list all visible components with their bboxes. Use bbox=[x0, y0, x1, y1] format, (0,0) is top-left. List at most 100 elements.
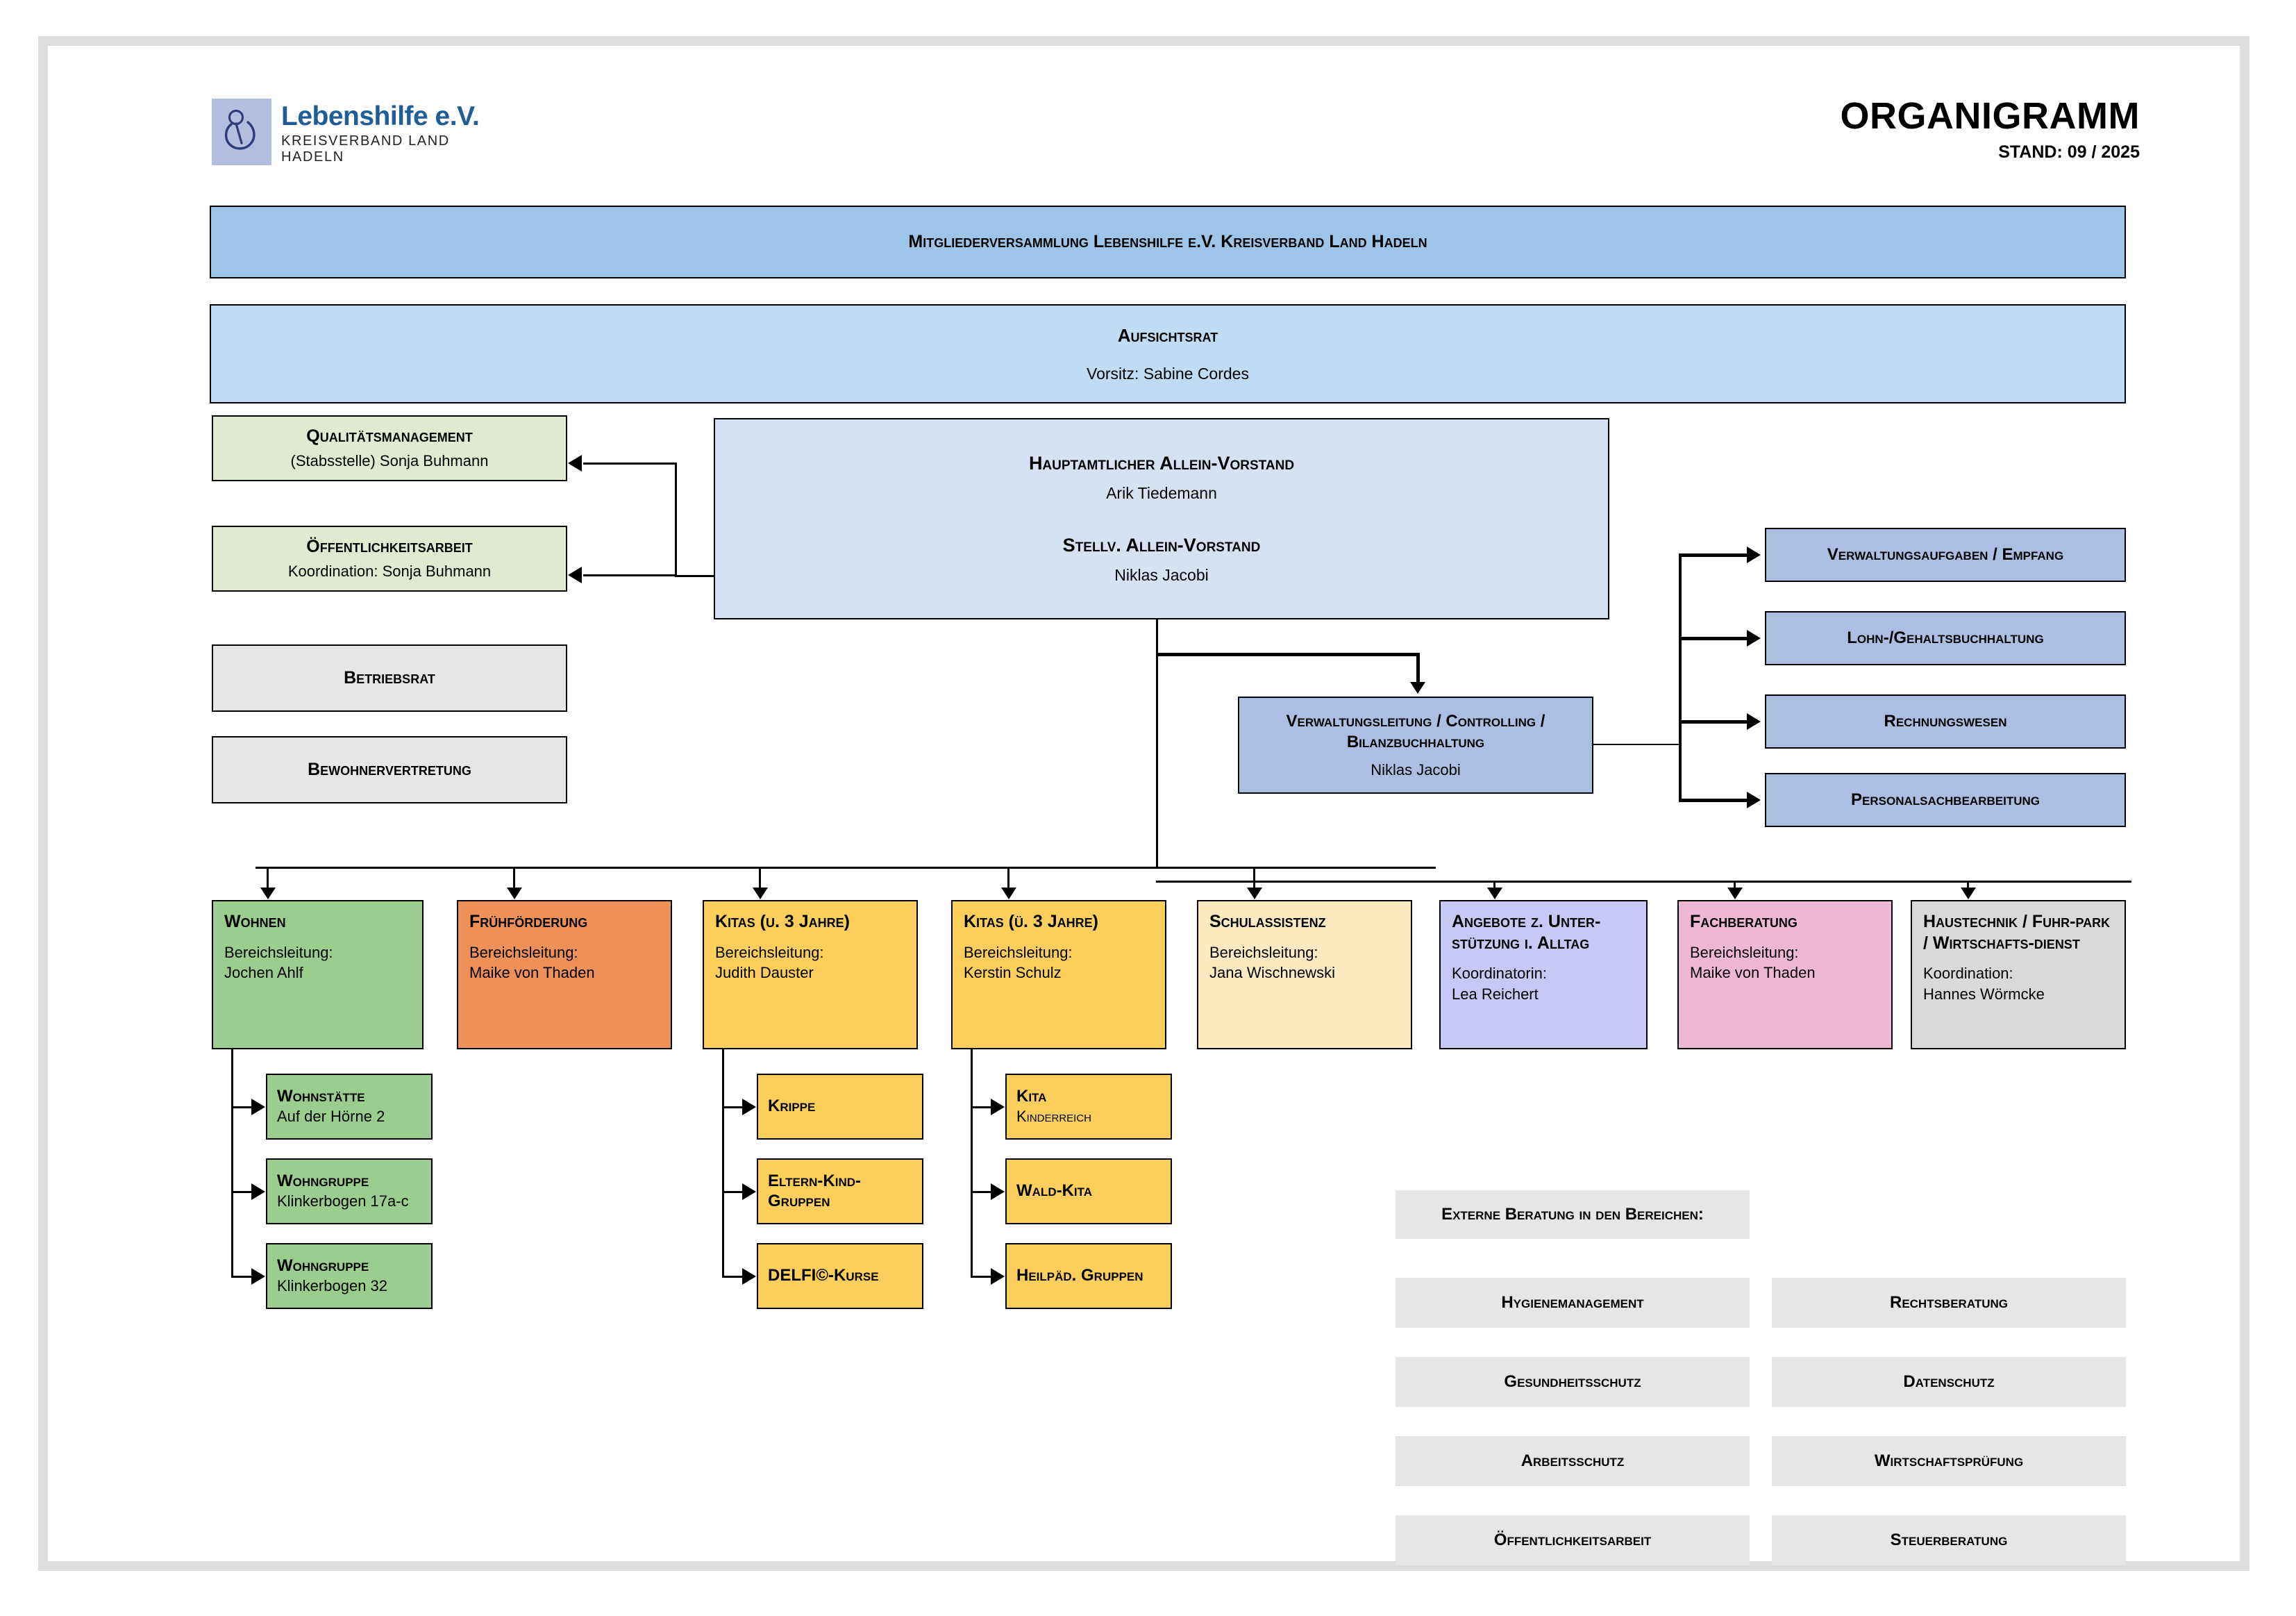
vorstand-name-1: Arik Tiedemann bbox=[1106, 484, 1217, 502]
arrow-to-verwaltungsleitung bbox=[1410, 682, 1425, 694]
connector-to-child bbox=[231, 1275, 253, 1278]
connector-child-rail bbox=[231, 1048, 233, 1276]
box-external-steuerberatung: Steuerberatung bbox=[1772, 1515, 2126, 1565]
child-subtitle: Klinkerbogen 17a-c bbox=[277, 1192, 409, 1210]
vorstand-role-1: Hauptamtlicher Allein-Vorstand bbox=[1028, 453, 1295, 474]
box-heilpaed-gruppen: Heilpäd. Gruppen bbox=[1005, 1243, 1172, 1309]
connector-to-child bbox=[971, 1106, 992, 1108]
connector-admin-2 bbox=[1679, 637, 1748, 640]
box-external-datenschutz: Datenschutz bbox=[1772, 1357, 2126, 1407]
lebenshilfe-figure-icon bbox=[224, 109, 255, 150]
arrow-to-personalsachbearbeitung bbox=[1747, 792, 1761, 808]
box-rechnungswesen: Rechnungswesen bbox=[1765, 694, 2126, 749]
connector-department-drop bbox=[513, 867, 515, 888]
box-kitas-u-3-jahre: Kitas (u. 3 Jahre)Bereichsleitung:Judith… bbox=[703, 900, 918, 1049]
connector-child-rail bbox=[722, 1048, 724, 1276]
department-person: Maike von Thaden bbox=[1690, 964, 1816, 982]
connector-admin-rail bbox=[1679, 553, 1682, 802]
arrow-to-verwaltungsaufgaben bbox=[1747, 547, 1761, 563]
box-eltern-kind-gruppen: Eltern-Kind-Gruppen bbox=[757, 1158, 923, 1224]
box-external-arbeitsschutz: Arbeitsschutz bbox=[1396, 1436, 1750, 1486]
connector-vorstand-drop bbox=[1156, 618, 1158, 867]
lohnbuchhaltung-label: Lohn-/Gehaltsbuchhaltung bbox=[1847, 628, 2044, 647]
department-role: Koordination: bbox=[1923, 965, 2013, 982]
connector-admin-1 bbox=[1679, 553, 1748, 557]
connector-department-drop bbox=[1493, 881, 1495, 888]
arrow-to-qualitaetsmanagement bbox=[568, 455, 582, 472]
connector-admin-4 bbox=[1679, 799, 1748, 802]
connector-staff-stub bbox=[675, 575, 715, 577]
external-label: Datenschutz bbox=[1903, 1372, 1995, 1391]
connector-verwaltung-drop bbox=[1416, 653, 1420, 682]
logo-text: Lebenshilfe e.V. KREISVERBAND LAND HADEL… bbox=[281, 103, 510, 165]
box-oeffentlichkeitsarbeit: Öffentlichkeitsarbeit Koordination: Sonj… bbox=[212, 526, 567, 592]
child-title: Wohngruppe bbox=[277, 1256, 369, 1276]
connector-to-child bbox=[231, 1190, 253, 1193]
department-person: Maike von Thaden bbox=[469, 964, 595, 982]
connector-department-drop bbox=[1734, 881, 1736, 888]
connector-staff-riser bbox=[675, 463, 677, 576]
box-qualitaetsmanagement: Qualitätsmanagement (Stabsstelle) Sonja … bbox=[212, 415, 567, 481]
child-subtitle: Klinkerbogen 32 bbox=[277, 1277, 388, 1295]
department-title: Kitas (u. 3 Jahre) bbox=[715, 912, 850, 931]
box-haustechnik-fuhr-park-wirtschafts-dienst: Haustechnik / Fuhr-​park / Wirtschafts-​… bbox=[1911, 900, 2126, 1049]
arrow-to-heilpaed-gruppen bbox=[991, 1267, 1005, 1285]
child-title: Wohngruppe bbox=[277, 1172, 369, 1191]
lebenshilfe-logo-icon bbox=[212, 99, 271, 165]
child-title: Heilpäd. Gruppen bbox=[1016, 1266, 1143, 1285]
arrow-to-wohnen bbox=[260, 888, 276, 899]
verwaltungsleitung-title-1: Verwaltungsleitung / Controlling / bbox=[1286, 712, 1545, 731]
external-label: Hygienemanagement bbox=[1501, 1293, 1644, 1312]
verwaltungsleitung-title-2: Bilanzbuchhaltung bbox=[1346, 733, 1485, 751]
box-external-gesundheitsschutz: Gesundheitsschutz bbox=[1396, 1357, 1750, 1407]
arrow-to-angebote-z-unter-stuetzung-i-alltag bbox=[1487, 888, 1502, 899]
oeffentlichkeitsarbeit-title: Öffentlichkeitsarbeit bbox=[306, 537, 473, 556]
box-external-hygienemanagement: Hygienemanagement bbox=[1396, 1278, 1750, 1328]
box-delfi-kurse: DELFI©-Kurse bbox=[757, 1243, 923, 1309]
connector-to-child bbox=[722, 1275, 744, 1278]
vorstand-role-2: Stellv. Allein-Vorstand bbox=[1062, 535, 1261, 556]
child-title: Wald-Kita bbox=[1016, 1181, 1093, 1201]
box-personalsachbearbeitung: Personalsachbearbeitung bbox=[1765, 773, 2126, 827]
department-role: Koordinatorin: bbox=[1452, 965, 1547, 982]
department-title: Wohnen bbox=[224, 912, 286, 931]
department-person: Kerstin Schulz bbox=[964, 964, 1062, 982]
logo: Lebenshilfe e.V. KREISVERBAND LAND HADEL… bbox=[212, 99, 510, 165]
connector-bus-segment bbox=[255, 867, 1255, 869]
arrow-to-schulassistenz bbox=[1247, 888, 1262, 899]
connector-to-child bbox=[971, 1190, 992, 1193]
arrow-to-krippe bbox=[742, 1098, 756, 1115]
arrow-to-wohngruppe-klinkerbogen-17a-c bbox=[251, 1183, 265, 1200]
department-title: Haustechnik / Fuhr-​park / Wirtschafts-​… bbox=[1923, 912, 2111, 953]
box-externe-beratung-heading: Externe Beratung in den Bereichen: bbox=[1396, 1190, 1750, 1239]
child-title: Eltern-Kind-Gruppen bbox=[768, 1171, 862, 1210]
logo-title: Lebenshilfe e.V. bbox=[281, 101, 480, 131]
child-subtitle: Kinderreich bbox=[1016, 1108, 1092, 1126]
verwaltungsaufgaben-label: Verwaltungsaufgaben / Empfang bbox=[1827, 545, 2064, 564]
department-person: Lea Reichert bbox=[1452, 985, 1539, 1003]
arrow-to-wohnstaette-auf-der-hoerne-2 bbox=[251, 1098, 265, 1115]
connector-to-child bbox=[722, 1106, 744, 1108]
child-subtitle: Auf der Hörne 2 bbox=[277, 1108, 385, 1126]
department-role: Bereichsleitung: bbox=[1209, 943, 1318, 961]
arrow-to-kita-kinderreich bbox=[991, 1098, 1005, 1115]
box-mitgliederversammlung: Mitgliederversammlung Lebenshilfe e.V. K… bbox=[210, 206, 2126, 278]
box-lohnbuchhaltung: Lohn-/Gehaltsbuchhaltung bbox=[1765, 611, 2126, 665]
connector-admin-3 bbox=[1679, 720, 1748, 724]
department-role: Bereichsleitung: bbox=[1690, 943, 1799, 961]
external-label: Rechtsberatung bbox=[1889, 1293, 2009, 1312]
connector-department-drop bbox=[1007, 867, 1009, 888]
connector-staff-bottom bbox=[583, 574, 676, 576]
page-title-stand: STAND: 09 / 2025 bbox=[1998, 142, 2140, 162]
box-external-wirtschaftspruefung: Wirtschaftsprüfung bbox=[1772, 1436, 2126, 1486]
child-title: DELFI©-Kurse bbox=[768, 1266, 879, 1285]
department-person: Hannes Wörmcke bbox=[1923, 985, 2045, 1003]
arrow-to-wald-kita bbox=[991, 1183, 1005, 1200]
aufsichtsrat-person: Vorsitz: Sabine Cordes bbox=[1087, 364, 1249, 383]
